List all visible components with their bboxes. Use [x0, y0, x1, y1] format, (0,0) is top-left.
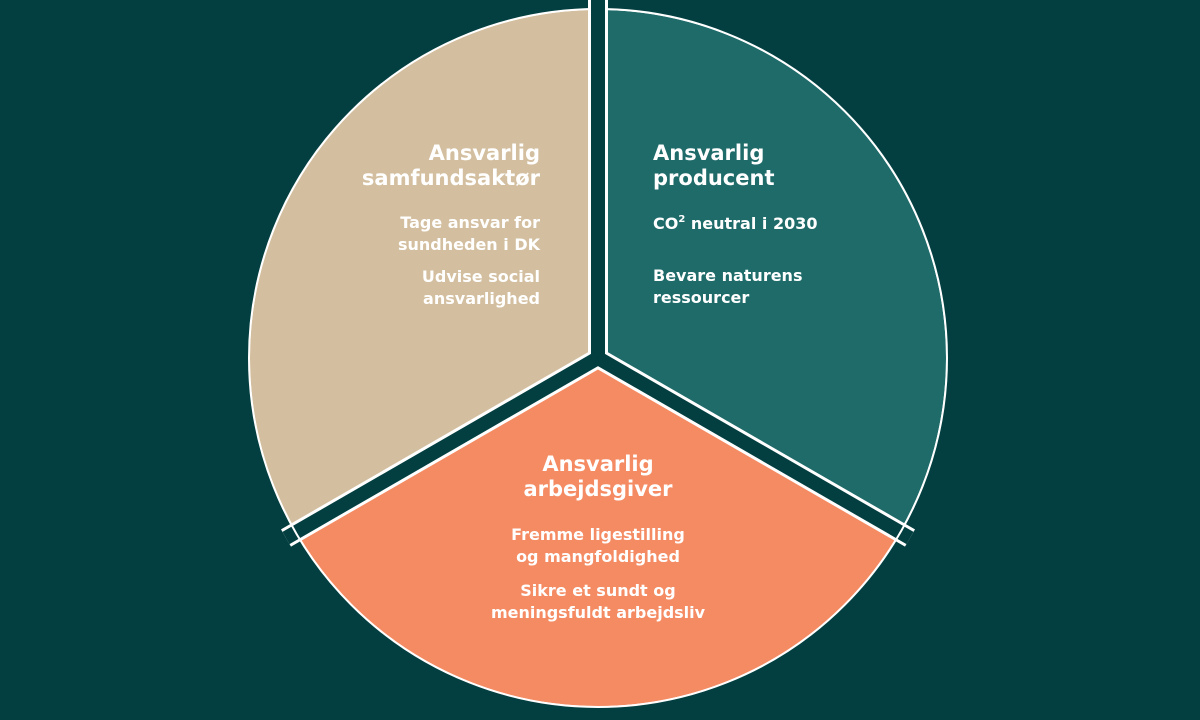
top-gap: [591, 0, 605, 14]
segment-item-co2: CO2 neutral i 2030: [653, 213, 818, 235]
segment-item: meningsfuldt arbejdsliv: [490, 603, 706, 622]
segment-item: ressourcer: [653, 288, 750, 307]
co2-suffix: neutral i 2030: [685, 214, 818, 233]
segment-item: Fremme ligestilling: [511, 525, 685, 544]
segment-item: Sikre et sundt og: [520, 581, 676, 600]
co2-sup: 2: [678, 214, 686, 225]
segment-dividers: [281, 0, 915, 547]
segment-item: og mangfoldighed: [516, 547, 680, 566]
segment-title: producent: [653, 166, 775, 190]
segment-title: Ansvarlig: [542, 452, 654, 476]
segment-item: sundheden i DK: [398, 235, 540, 254]
co2-prefix: CO: [653, 214, 679, 233]
segment-item: ansvarlighed: [423, 289, 540, 308]
segment-title: arbejdsgiver: [523, 477, 673, 501]
segment-item: Udvise social: [421, 267, 540, 286]
segment-title: Ansvarlig: [428, 141, 540, 165]
segment-samfundsaktoer-text: Ansvarlig samfundsaktør Tage ansvar for …: [362, 141, 540, 310]
segment-title: samfundsaktør: [361, 166, 540, 190]
segment-item: Tage ansvar for: [400, 213, 540, 232]
segment-arbejdsgiver-text: Ansvarlig arbejdsgiver Fremme ligestilli…: [448, 452, 748, 624]
segment-producent-text: Ansvarlig producent CO2 neutral i 2030 B…: [653, 141, 818, 309]
segment-item: Bevare naturens: [653, 266, 803, 285]
segment-title: Ansvarlig: [653, 141, 765, 165]
